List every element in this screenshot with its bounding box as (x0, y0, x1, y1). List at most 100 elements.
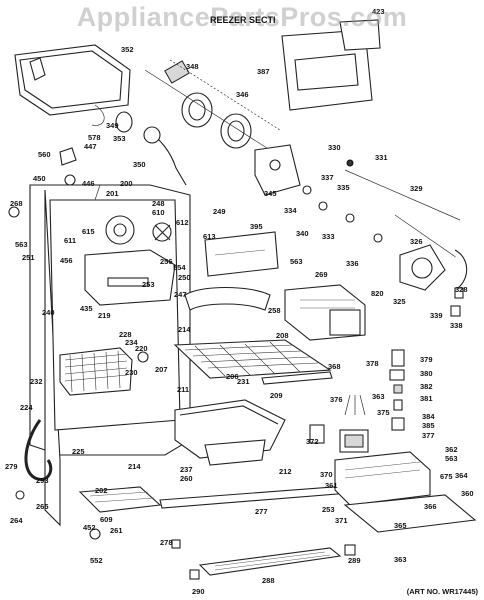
part-number-label: 381 (420, 394, 433, 403)
part-number-label: 220 (135, 344, 148, 353)
part-number-label: 330 (328, 143, 341, 152)
part-number-label: 387 (257, 67, 270, 76)
part-number-label: 214 (128, 462, 141, 471)
ice-bucket-part (14, 44, 131, 126)
part-number-label: 366 (424, 502, 437, 511)
part-number-label: 237 (180, 465, 193, 474)
part-number-label: 202 (95, 486, 108, 495)
part-number-label: 450 (33, 174, 46, 183)
part-number-label: 248 (152, 199, 165, 208)
fan-part (152, 222, 172, 242)
dispenser-door-part (281, 19, 381, 111)
part-number-label: 247 (174, 290, 187, 299)
part-number-label: 289 (348, 556, 361, 565)
machine-compartment-part (334, 451, 477, 533)
part-number-label: 329 (410, 184, 423, 193)
part-number-label: 256 (160, 257, 173, 266)
part-number-label: 253 (322, 505, 335, 514)
part-number-label: 253 (142, 280, 155, 289)
part-number-label: 375 (377, 408, 390, 417)
part-number-label: 260 (180, 474, 193, 483)
part-number-label: 269 (315, 270, 328, 279)
part-number-label: 240 (42, 308, 55, 317)
part-number-label: 346 (236, 90, 249, 99)
art-number-caption: (ART NO. WR17445) (406, 587, 478, 596)
part-number-label: 265 (36, 502, 49, 511)
part-number-label: 609 (100, 515, 113, 524)
part-number-label: 214 (178, 325, 191, 334)
icemaker-part (284, 284, 366, 341)
part-number-label: 224 (20, 403, 33, 412)
part-number-label: 363 (372, 392, 385, 401)
evaporator-cover-part (84, 215, 176, 306)
part-number-label: 360 (461, 489, 474, 498)
part-number-label: 206 (226, 372, 239, 381)
part-number-label: 335 (337, 183, 350, 192)
part-number-label: 225 (72, 447, 85, 456)
part-number-label: 613 (203, 232, 216, 241)
part-number-label: 345 (264, 189, 277, 198)
ice-maker-motor-part (399, 244, 468, 317)
part-number-label: 361 (325, 481, 338, 490)
part-number-label: 560 (38, 150, 51, 159)
part-number-label: 365 (394, 521, 407, 530)
part-number-label: 563 (15, 240, 28, 249)
part-number-label: 376 (330, 395, 343, 404)
part-number-label: 334 (284, 206, 297, 215)
part-number-label: 382 (420, 382, 433, 391)
part-number-label: 219 (98, 311, 111, 320)
part-number-label: 293 (36, 476, 49, 485)
relay-box-part (339, 429, 369, 453)
part-number-label: 251 (22, 253, 35, 262)
part-number-label: 362 (445, 445, 458, 454)
power-cord-part (24, 419, 53, 481)
part-number-label: 423 (372, 7, 385, 16)
part-number-label: 250 (178, 273, 191, 282)
part-number-label: 363 (394, 555, 407, 564)
part-number-label: 675 (440, 472, 453, 481)
part-number-label: 371 (335, 516, 348, 525)
part-number-label: 231 (237, 377, 250, 386)
part-number-label: 364 (455, 471, 468, 480)
part-number-label: 288 (262, 576, 275, 585)
part-number-label: 563 (445, 454, 458, 463)
toe-grille-part (198, 547, 342, 576)
part-number-label: 820 (371, 289, 384, 298)
part-number-label: 264 (10, 516, 23, 525)
part-number-label: 379 (420, 355, 433, 364)
part-number-label: 333 (322, 232, 335, 241)
wire-shelf-part (173, 339, 332, 379)
part-number-label: 201 (106, 189, 119, 198)
part-number-label: 611 (64, 236, 76, 245)
drain-tray-part (78, 486, 162, 513)
part-number-label: 352 (121, 45, 134, 54)
part-number-label: 328 (455, 285, 468, 294)
part-number-label: 447 (84, 142, 97, 151)
part-number-label: 339 (430, 311, 443, 320)
part-number-label: 337 (321, 173, 334, 182)
part-number-label: 207 (155, 365, 168, 374)
part-number-label: 610 (152, 208, 165, 217)
part-number-label: 277 (255, 507, 268, 516)
part-number-label: 372 (306, 437, 319, 446)
evaporator-coil-part (59, 347, 149, 396)
part-number-label: 331 (375, 153, 388, 162)
part-number-label: 377 (422, 431, 435, 440)
part-number-label: 554 (173, 263, 186, 272)
drain-tube-part (184, 286, 271, 311)
part-number-label: 385 (422, 421, 435, 430)
bracket-part (254, 144, 301, 196)
heater-panel-part (204, 231, 279, 277)
part-number-label: 552 (90, 556, 103, 565)
part-number-label: 232 (30, 377, 43, 386)
part-number-label: 340 (296, 229, 309, 238)
misc-hardware-part (8, 147, 356, 580)
shelf-rail-part (261, 371, 333, 385)
part-number-label: 200 (120, 179, 133, 188)
part-number-label: 452 (83, 523, 96, 532)
part-number-label: 353 (113, 134, 126, 143)
part-number-label: 615 (82, 227, 95, 236)
part-number-label: 278 (160, 538, 173, 547)
auger-assembly-part (115, 59, 281, 186)
